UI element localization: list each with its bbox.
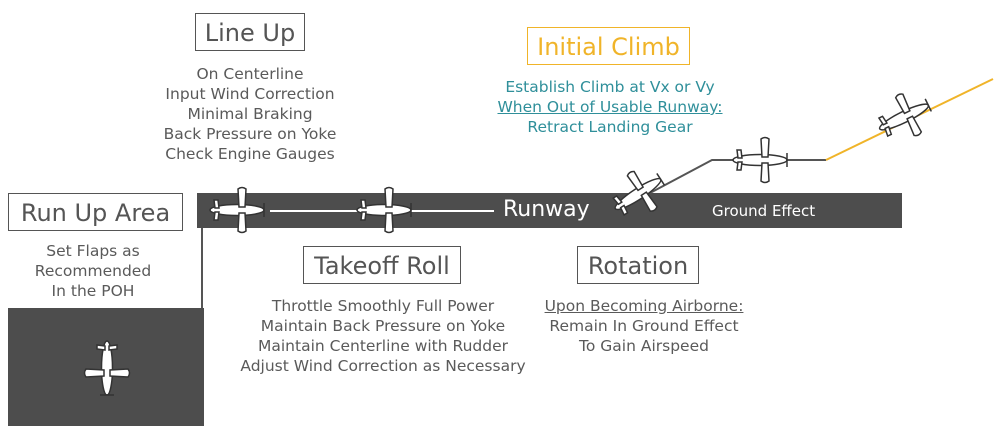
takeoff-roll-title: Takeoff Roll bbox=[314, 252, 450, 280]
initial-climb-line: Establish Climb at Vx or Vy bbox=[505, 78, 715, 96]
initial-climb-line: Retract Landing Gear bbox=[527, 118, 693, 136]
line-up-item: Check Engine Gauges bbox=[165, 145, 335, 163]
line-up-item: Input Wind Correction bbox=[165, 85, 335, 103]
initial-climb-title: Initial Climb bbox=[537, 33, 680, 61]
airplane-icon bbox=[869, 84, 939, 150]
rotation-notes: Upon Becoming Airborne: Remain In Ground… bbox=[528, 296, 760, 356]
line-up-box: Line Up bbox=[195, 13, 305, 51]
initial-climb-notes: Establish Climb at Vx or Vy When Out of … bbox=[490, 77, 730, 137]
rotation-item: To Gain Airspeed bbox=[579, 337, 709, 355]
ground-effect-path bbox=[649, 159, 826, 194]
line-up-notes: On Centerline Input Wind Correction Mini… bbox=[140, 64, 360, 164]
run-up-area-item: In the POH bbox=[51, 282, 135, 300]
takeoff-roll-item: Maintain Centerline with Rudder bbox=[258, 337, 508, 355]
initial-climb-box: Initial Climb bbox=[527, 27, 690, 65]
line-up-item: Minimal Braking bbox=[187, 105, 313, 123]
takeoff-roll-item: Throttle Smoothly Full Power bbox=[271, 297, 495, 315]
line-up-item: On Centerline bbox=[196, 65, 304, 83]
takeoff-roll-item: Maintain Back Pressure on Yoke bbox=[260, 317, 506, 335]
initial-climb-line: When Out of Usable Runway: bbox=[497, 98, 723, 116]
run-up-area-item: Set Flaps as bbox=[46, 242, 140, 260]
line-up-title: Line Up bbox=[204, 19, 296, 47]
takeoff-roll-box: Takeoff Roll bbox=[303, 246, 461, 284]
rotation-title: Rotation bbox=[587, 252, 689, 280]
run-up-area-box: Run Up Area bbox=[8, 193, 183, 231]
runway-label: Runway bbox=[503, 197, 590, 222]
rotation-box: Rotation bbox=[577, 246, 699, 284]
takeoff-roll-item: Adjust Wind Correction as Necessary bbox=[240, 357, 526, 375]
line-up-item: Back Pressure on Yoke bbox=[163, 125, 337, 143]
takeoff-roll-notes: Throttle Smoothly Full Power Maintain Ba… bbox=[228, 296, 538, 376]
rotation-item: Remain In Ground Effect bbox=[549, 317, 739, 335]
ground-effect-label: Ground Effect bbox=[712, 202, 816, 220]
run-up-area-notes: Set Flaps as Recommended In the POH bbox=[0, 241, 186, 301]
run-up-area-title: Run Up Area bbox=[20, 199, 171, 227]
airplane-icon bbox=[732, 136, 788, 184]
run-up-area-item: Recommended bbox=[34, 262, 152, 280]
rotation-heading: Upon Becoming Airborne: bbox=[544, 297, 744, 315]
